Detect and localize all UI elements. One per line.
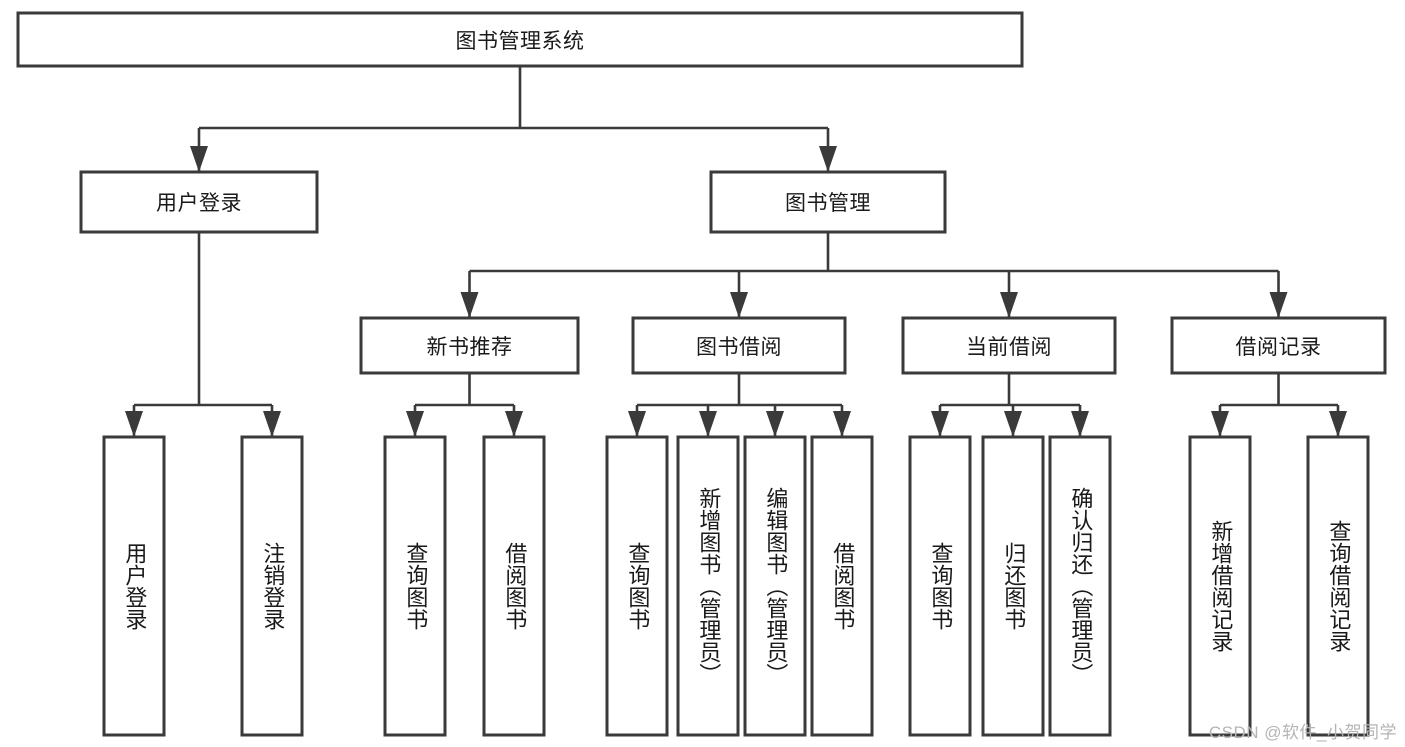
arrow-icon-leaf-confirm-return bbox=[1071, 411, 1089, 437]
arrow-icon-book-borrow bbox=[730, 292, 748, 318]
boxes-layer bbox=[16, 11, 1387, 737]
arrow-icon-leaf-add-book bbox=[699, 411, 717, 437]
arrow-icon-leaf-query-book-current bbox=[931, 411, 949, 437]
arrow-icon-leaf-query-book-borrow bbox=[628, 411, 646, 437]
arrow-icon-leaf-query-book-recommend bbox=[406, 411, 424, 437]
node-box-book-manage[interactable] bbox=[709, 170, 947, 234]
node-box-leaf-add-book[interactable] bbox=[676, 435, 740, 737]
node-box-book-borrow[interactable] bbox=[631, 316, 847, 375]
arrow-icon-leaf-edit-book bbox=[766, 411, 784, 437]
arrow-icon-borrow-record bbox=[1269, 292, 1288, 318]
arrow-icon-user-login bbox=[190, 146, 208, 172]
watermark-text: CSDN @软件_小贺同学 bbox=[1208, 723, 1397, 742]
node-box-root[interactable] bbox=[16, 11, 1024, 68]
arrow-icon-book-manage bbox=[819, 146, 837, 172]
arrow-icon-leaf-query-borrow-record bbox=[1329, 411, 1347, 437]
node-box-leaf-confirm-return[interactable] bbox=[1048, 435, 1112, 737]
node-box-leaf-query-book-borrow[interactable] bbox=[605, 435, 669, 737]
arrow-icon-leaf-user-login bbox=[125, 411, 143, 437]
arrow-icon-leaf-logout bbox=[263, 411, 281, 437]
connectors-layer bbox=[125, 66, 1347, 437]
arrow-icon-new-book-recommend bbox=[460, 292, 479, 318]
node-box-leaf-borrow-book[interactable] bbox=[810, 435, 874, 737]
node-box-leaf-query-book-recommend[interactable] bbox=[383, 435, 447, 737]
node-box-leaf-query-borrow-record[interactable] bbox=[1306, 435, 1370, 737]
arrow-icon-leaf-borrow-book bbox=[833, 411, 851, 437]
node-box-leaf-user-login[interactable] bbox=[102, 435, 166, 737]
arrow-icon-leaf-return-book bbox=[1004, 411, 1022, 437]
node-box-leaf-return-book[interactable] bbox=[981, 435, 1045, 737]
node-box-leaf-logout[interactable] bbox=[240, 435, 304, 737]
node-box-leaf-add-borrow-record[interactable] bbox=[1188, 435, 1252, 737]
node-box-new-book-recommend[interactable] bbox=[359, 316, 580, 375]
node-box-leaf-borrow-book-recommend[interactable] bbox=[482, 435, 546, 737]
arrow-icon-leaf-add-borrow-record bbox=[1211, 411, 1229, 437]
node-box-borrow-record[interactable] bbox=[1170, 316, 1387, 375]
node-box-leaf-edit-book[interactable] bbox=[743, 435, 807, 737]
node-box-current-borrow[interactable] bbox=[901, 316, 1117, 375]
node-box-user-login[interactable] bbox=[79, 170, 319, 234]
arrow-icon-current-borrow bbox=[1000, 292, 1018, 318]
arrow-icon-leaf-borrow-book-recommend bbox=[505, 411, 523, 437]
node-box-leaf-query-book-current[interactable] bbox=[908, 435, 972, 737]
